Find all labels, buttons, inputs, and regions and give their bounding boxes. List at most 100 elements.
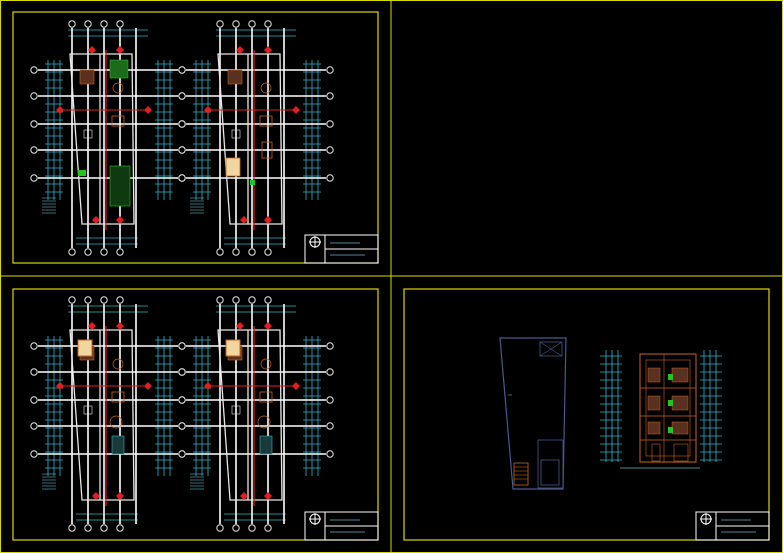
axis-bubble-icon [178,396,186,404]
axis-bubble-icon [30,66,38,74]
stair-icon [190,473,204,490]
section-marker-icon [292,382,300,390]
axis-bubble-icon [178,342,186,350]
section-marker-icon [56,106,64,114]
plant-icon [78,170,86,176]
kitchen-block [225,157,241,177]
axis-bubble-icon [116,248,124,256]
axis-bubble-icon [264,524,272,532]
building-outline [69,329,135,501]
building-outline [217,329,283,501]
axis-bubble-icon [30,92,38,100]
fixture-block [231,405,241,415]
furniture-block [261,141,273,159]
axis-bubble-icon [30,146,38,154]
axis-bubble-icon [178,368,186,376]
axis-bubble-icon [68,248,76,256]
axis-bubble-icon [326,422,334,430]
table-icon [260,358,272,370]
axis-bubble-icon [178,422,186,430]
furniture-block [259,391,273,403]
section-marker-icon [204,106,212,114]
axis-bubble-icon [326,92,334,100]
axis-bubble-icon [264,296,272,304]
furniture-block [79,69,95,85]
axis-bubble-icon [30,120,38,128]
axis-bubble-icon [100,524,108,532]
axis-bubble-icon [326,342,334,350]
axis-bubble-icon [116,296,124,304]
axis-bubble-icon [216,20,224,28]
axis-bubble-icon [326,66,334,74]
furniture-block [111,391,125,403]
axis-bubble-icon [68,296,76,304]
section-marker-icon [144,106,152,114]
stair-icon [42,197,56,214]
axis-bubble-icon [216,248,224,256]
plant-icon [250,180,255,185]
section-marker-icon [236,46,244,54]
garden-area [109,59,129,79]
axis-bubble-icon [264,248,272,256]
fixture-block [231,129,241,139]
sheet-frame-bottom-left [12,288,379,541]
floor-plan [178,20,334,256]
axis-bubble-icon [68,20,76,28]
stair-icon [513,462,529,486]
section-marker-icon [88,46,96,54]
axis-bubble-icon [326,450,334,458]
floor-plan [178,296,334,532]
axis-bubble-icon [178,146,186,154]
axis-bubble-icon [30,450,38,458]
title-block-bottom-right [695,511,770,541]
axis-bubble-icon [84,20,92,28]
axis-bubble-icon [100,248,108,256]
section-marker-icon [264,216,272,224]
section-marker-icon [292,106,300,114]
section-marker-icon [116,322,124,330]
table-icon [109,415,123,429]
section-marker-icon [116,46,124,54]
fixture-block [83,129,93,139]
axis-bubble-icon [326,174,334,182]
table-icon [260,82,272,94]
section-marker-icon [204,382,212,390]
axis-bubble-icon [178,120,186,128]
section-marker-icon [144,382,152,390]
axis-bubble-icon [232,296,240,304]
section-marker-icon [56,382,64,390]
section-marker-icon [116,492,124,500]
section-marker-icon [240,216,248,224]
title-block-top-left [304,234,379,264]
axis-bubble-icon [216,296,224,304]
axis-bubble-icon [178,66,186,74]
axis-bubble-icon [178,174,186,182]
furniture-block [259,115,273,127]
axis-bubble-icon [264,20,272,28]
axis-bubble-icon [68,524,76,532]
section-marker-icon [240,492,248,500]
sheet-frame-top-left [12,11,379,264]
axis-bubble-icon [30,422,38,430]
axis-bubble-icon [232,524,240,532]
axis-bubble-icon [326,120,334,128]
axis-bubble-icon [248,20,256,28]
furniture-block [227,69,243,85]
axis-bubble-icon [178,450,186,458]
bath-block [259,435,273,455]
axis-bubble-icon [84,248,92,256]
axis-bubble-icon [178,92,186,100]
section-marker-icon [116,216,124,224]
axis-bubble-icon [232,20,240,28]
axis-bubble-icon [232,248,240,256]
axis-bubble-icon [326,396,334,404]
axis-bubble-icon [100,296,108,304]
axis-bubble-icon [248,248,256,256]
table-icon [112,358,124,370]
axis-bubble-icon [84,296,92,304]
axis-bubble-icon [30,174,38,182]
table-icon [112,82,124,94]
section-marker-icon [264,46,272,54]
furniture-block [111,115,125,127]
